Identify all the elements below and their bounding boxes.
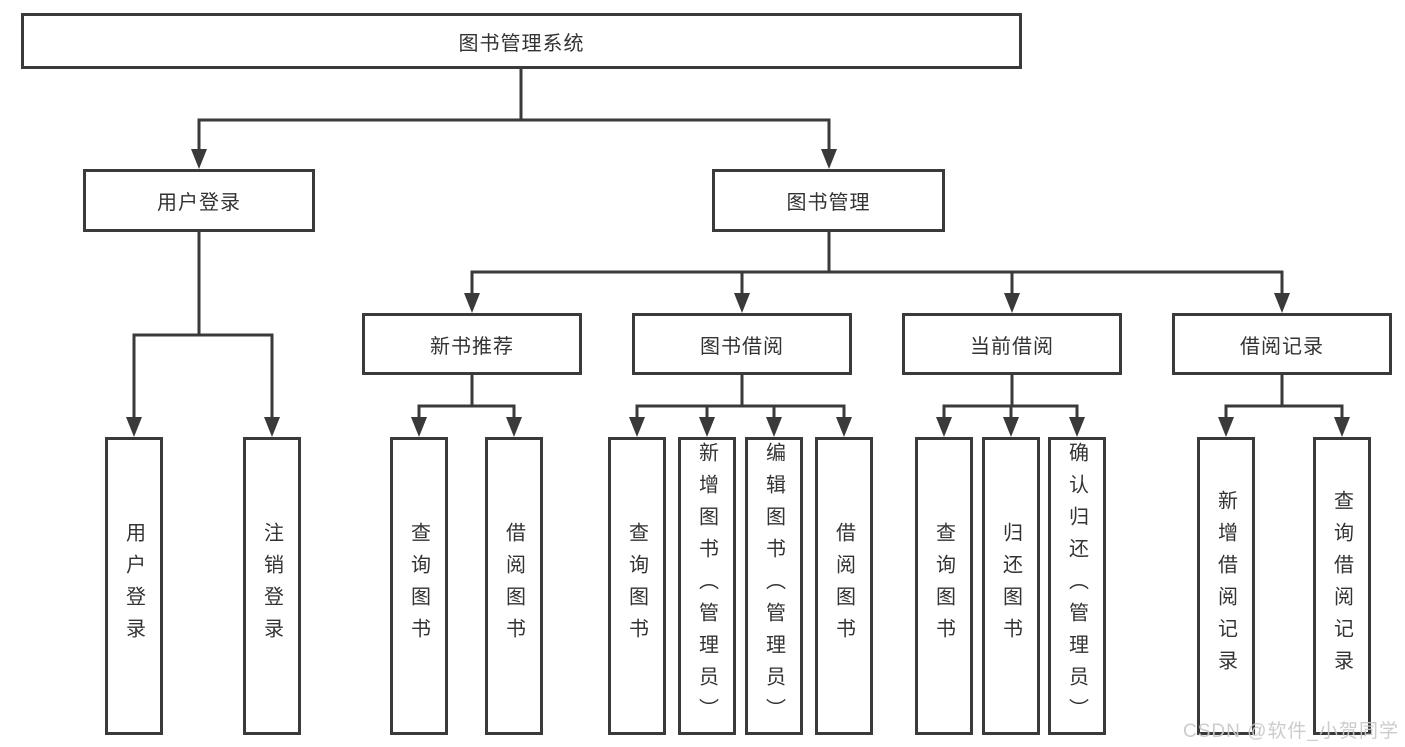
leaf-add-books-admin-label: 新增图书（管理员） bbox=[695, 442, 718, 730]
node-current-borrow-label: 当前借阅 bbox=[970, 335, 1054, 358]
leaf-logout: 注销登录 bbox=[243, 437, 301, 735]
leaf-query-books-3-label: 查询图书 bbox=[932, 522, 955, 650]
leaf-return-books: 归还图书 bbox=[982, 437, 1040, 735]
connector-borrow-to-leaves bbox=[629, 373, 852, 437]
node-current-borrow: 当前借阅 bbox=[902, 313, 1122, 375]
node-book-borrow-label: 图书借阅 bbox=[700, 335, 784, 358]
leaf-query-books-3: 查询图书 bbox=[915, 437, 973, 735]
node-user-login-label: 用户登录 bbox=[157, 192, 241, 214]
leaf-borrow-books-2: 借阅图书 bbox=[815, 437, 873, 735]
leaf-add-books-admin: 新增图书（管理员） bbox=[678, 437, 736, 735]
leaf-borrow-books-1-label: 借阅图书 bbox=[502, 522, 525, 650]
leaf-add-borrow-record: 新增借阅记录 bbox=[1197, 437, 1255, 735]
node-book-management: 图书管理 bbox=[712, 169, 945, 232]
node-root: 图书管理系统 bbox=[21, 13, 1022, 69]
connector-mgmt-to-level3 bbox=[464, 230, 1290, 313]
leaf-query-borrow-record-label: 查询借阅记录 bbox=[1330, 490, 1353, 682]
connector-current-to-leaves bbox=[936, 373, 1085, 437]
node-user-login: 用户登录 bbox=[83, 169, 315, 232]
leaf-confirm-return-admin-label: 确认归还（管理员） bbox=[1065, 442, 1088, 730]
node-root-label: 图书管理系统 bbox=[458, 32, 585, 55]
leaf-edit-books-admin-label: 编辑图书（管理员） bbox=[762, 442, 785, 730]
leaf-edit-books-admin: 编辑图书（管理员） bbox=[745, 437, 803, 735]
leaf-query-books-1-label: 查询图书 bbox=[407, 522, 430, 650]
connector-login-to-leaves bbox=[126, 230, 280, 437]
leaf-user-login: 用户登录 bbox=[105, 437, 163, 735]
connector-root-to-level2 bbox=[191, 66, 837, 169]
node-new-books-label: 新书推荐 bbox=[430, 335, 514, 358]
leaf-query-borrow-record: 查询借阅记录 bbox=[1313, 437, 1371, 735]
node-borrow-records: 借阅记录 bbox=[1172, 313, 1392, 375]
connector-records-to-leaves bbox=[1218, 373, 1350, 437]
watermark: CSDN @软件_小贺同学 bbox=[1183, 721, 1399, 742]
leaf-user-login-label: 用户登录 bbox=[122, 522, 145, 650]
node-new-books: 新书推荐 bbox=[362, 313, 582, 375]
leaf-borrow-books-2-label: 借阅图书 bbox=[832, 522, 855, 650]
leaf-add-borrow-record-label: 新增借阅记录 bbox=[1214, 490, 1237, 682]
leaf-borrow-books-1: 借阅图书 bbox=[485, 437, 543, 735]
leaf-logout-label: 注销登录 bbox=[260, 522, 283, 650]
node-book-management-label: 图书管理 bbox=[786, 192, 871, 214]
connector-newbooks-to-leaves bbox=[411, 373, 522, 437]
leaf-query-books-2: 查询图书 bbox=[608, 437, 666, 735]
leaf-confirm-return-admin: 确认归还（管理员） bbox=[1048, 437, 1106, 735]
node-book-borrow: 图书借阅 bbox=[632, 313, 852, 375]
node-borrow-records-label: 借阅记录 bbox=[1240, 335, 1324, 358]
leaf-query-books-1: 查询图书 bbox=[390, 437, 448, 735]
leaf-query-books-2-label: 查询图书 bbox=[625, 522, 648, 650]
leaf-return-books-label: 归还图书 bbox=[999, 522, 1022, 650]
